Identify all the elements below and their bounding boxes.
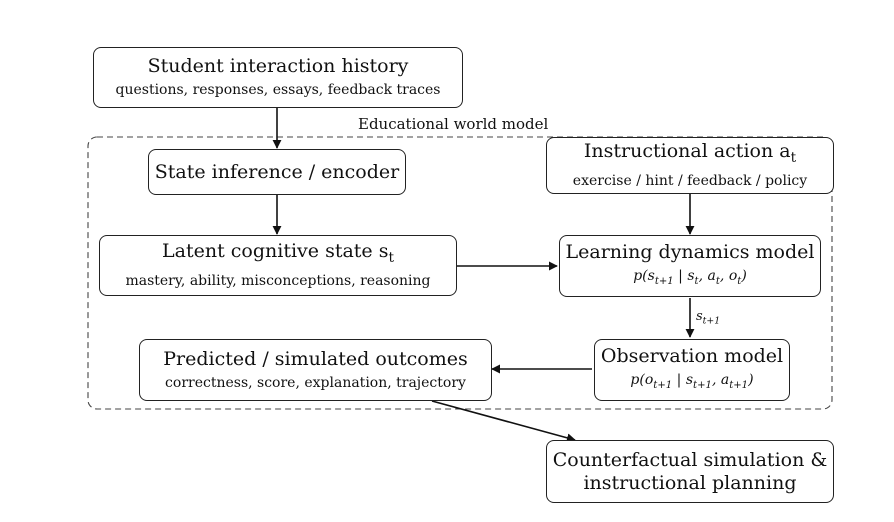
observation-model-title: Observation model bbox=[600, 345, 784, 368]
instructional-action-node: Instructional action at exercise / hint … bbox=[546, 137, 834, 194]
world-model-label: Educational world model bbox=[358, 115, 549, 133]
interaction-history-detail: questions, responses, essays, feedback t… bbox=[115, 82, 441, 98]
planning-line1: Counterfactual simulation & bbox=[552, 448, 828, 471]
latent-state-title: Latent cognitive state st bbox=[162, 239, 394, 266]
state-encoder-node: State inference / encoder bbox=[148, 149, 406, 195]
next-state-edge-label: st+1 bbox=[696, 309, 721, 327]
predicted-outcomes-detail: correctness, score, explanation, traject… bbox=[165, 374, 466, 391]
observation-model-node: Observation model p(ot+1 | st+1, at+1) bbox=[594, 339, 790, 401]
interaction-history-title: Student interaction history bbox=[147, 55, 409, 77]
learning-dynamics-title: Learning dynamics model bbox=[565, 241, 815, 264]
learning-dynamics-formula: p(st+1 | st, at, ot) bbox=[633, 268, 747, 287]
observation-model-formula: p(ot+1 | st+1, at+1) bbox=[630, 372, 754, 391]
planning-node: Counterfactual simulation & instructiona… bbox=[546, 440, 834, 503]
predicted-outcomes-node: Predicted / simulated outcomes correctne… bbox=[139, 339, 492, 401]
predicted-outcomes-title: Predicted / simulated outcomes bbox=[163, 347, 468, 370]
interaction-history-node: Student interaction history questions, r… bbox=[93, 47, 463, 108]
state-encoder-title: State inference / encoder bbox=[154, 160, 400, 183]
instructional-action-title: Instructional action at bbox=[583, 139, 797, 166]
learning-dynamics-node: Learning dynamics model p(st+1 | st, at,… bbox=[559, 235, 821, 297]
planning-line2: instructional planning bbox=[583, 471, 797, 494]
instructional-action-detail: exercise / hint / feedback / policy bbox=[572, 173, 808, 190]
arrow-outcomes-to-planning bbox=[431, 400, 576, 443]
latent-state-node: Latent cognitive state st mastery, abili… bbox=[99, 235, 457, 296]
latent-state-detail: mastery, ability, misconceptions, reason… bbox=[125, 273, 431, 290]
